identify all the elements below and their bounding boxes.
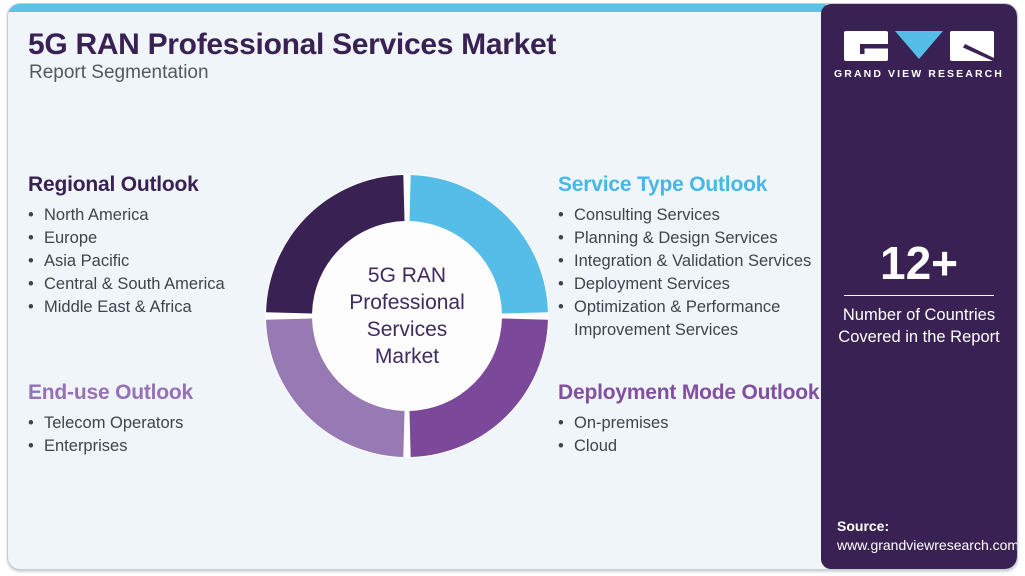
bullet-item: Middle East & Africa <box>28 296 298 319</box>
bullet-item: Cloud <box>558 435 828 458</box>
report-card: 5G RAN Professional Services Market Repo… <box>7 3 1018 570</box>
bullet-item: Integration & Validation Services <box>558 250 826 273</box>
bullet-item: North America <box>28 204 298 227</box>
sidebar: GRAND VIEW RESEARCH 12+ Number of Countr… <box>821 4 1017 569</box>
donut-segment-deployment-mode-outlook <box>409 318 548 457</box>
bullet-item: Deployment Services <box>558 273 826 296</box>
donut-segment-end-use-outlook <box>266 318 405 457</box>
donut-segment-regional-outlook <box>266 175 405 314</box>
page-subtitle: Report Segmentation <box>29 62 209 83</box>
service-type-outlook-heading: Service Type Outlook <box>558 173 768 196</box>
service-type-outlook-list: Consulting ServicesPlanning & Design Ser… <box>558 204 826 342</box>
deployment-mode-outlook-heading: Deployment Mode Outlook <box>558 381 820 404</box>
bullet-item: Consulting Services <box>558 204 826 227</box>
bullet-item: On-premises <box>558 412 828 435</box>
page-title: 5G RAN Professional Services Market <box>28 28 557 61</box>
source-block: Source: www.grandviewresearch.com <box>837 517 1018 554</box>
stat-value: 12+ <box>879 237 959 289</box>
bullet-item: Planning & Design Services <box>558 227 826 250</box>
source-url-link[interactable]: www.grandviewresearch.com <box>837 537 1018 553</box>
donut-chart <box>265 174 549 458</box>
deployment-mode-outlook-list: On-premisesCloud <box>558 412 828 458</box>
bullet-item: Europe <box>28 227 298 250</box>
gvr-logo-icon <box>844 31 994 61</box>
section-deployment-mode-outlook: Deployment Mode Outlook On-premisesCloud <box>558 381 828 458</box>
bullet-item: Central & South America <box>28 273 298 296</box>
brand-logo: GRAND VIEW RESEARCH <box>821 31 1017 80</box>
section-end-use-outlook: End-use Outlook Telecom OperatorsEnterpr… <box>28 381 298 458</box>
section-service-type-outlook: Service Type Outlook Consulting Services… <box>558 173 826 342</box>
stat-divider <box>844 295 994 296</box>
section-regional-outlook: Regional Outlook North AmericaEuropeAsia… <box>28 173 298 319</box>
donut-segment-service-type-outlook <box>409 175 548 314</box>
bullet-item: Optimization & Performance Improvement S… <box>558 296 826 342</box>
bullet-item: Asia Pacific <box>28 250 298 273</box>
accent-strip <box>8 4 826 12</box>
regional-outlook-heading: Regional Outlook <box>28 173 199 196</box>
regional-outlook-list: North AmericaEuropeAsia PacificCentral &… <box>28 204 298 319</box>
source-label: Source: <box>837 518 890 534</box>
countries-stat: 12+ Number of Countries Covered in the R… <box>821 240 1017 348</box>
bullet-item: Telecom Operators <box>28 412 298 435</box>
bullet-item: Enterprises <box>28 435 298 458</box>
stat-caption: Number of Countries Covered in the Repor… <box>838 306 1000 346</box>
brand-name: GRAND VIEW RESEARCH <box>834 68 1004 80</box>
end-use-outlook-list: Telecom OperatorsEnterprises <box>28 412 298 458</box>
end-use-outlook-heading: End-use Outlook <box>28 381 194 404</box>
